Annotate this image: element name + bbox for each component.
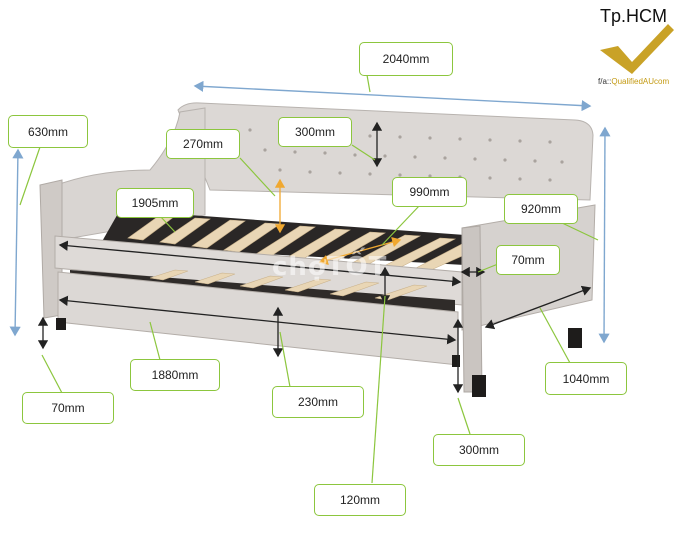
- callout-1040: 1040mm: [545, 362, 627, 395]
- callout-270: 270mm: [166, 129, 240, 159]
- leg-front-left: [56, 318, 66, 330]
- leader-lines: [19, 74, 599, 484]
- callout-300-back: 300mm: [278, 117, 352, 147]
- leg-front-right: [472, 375, 486, 397]
- depth-1040-arrow: [484, 285, 592, 330]
- brand-sub-prefix: f/a::: [598, 77, 612, 86]
- brand-title: Tp.HCM: [600, 6, 667, 26]
- callout-300-trundle: 300mm: [433, 434, 525, 466]
- leg-back-right: [568, 328, 582, 348]
- length-1905-arrow: [58, 240, 462, 287]
- depth-920-arrow: [598, 126, 611, 344]
- callout-120: 120mm: [314, 484, 406, 516]
- callout-990: 990mm: [392, 177, 467, 207]
- callout-leg-70: 70mm: [22, 392, 114, 424]
- width-2040-arrow: [193, 80, 592, 112]
- callout-920: 920mm: [504, 194, 578, 224]
- length-1880-arrow: [58, 295, 457, 345]
- brand-sub-accent: QualifiedAUcom: [611, 77, 670, 86]
- watermark: chợTỐT: [272, 252, 388, 282]
- callout-arm-70: 70mm: [496, 245, 560, 275]
- callout-1880: 1880mm: [130, 359, 220, 391]
- callout-230: 230mm: [272, 386, 364, 418]
- trundle-caster: [452, 355, 460, 367]
- height-630-arrow: [9, 148, 24, 337]
- callout-630: 630mm: [8, 115, 88, 148]
- check-logo-icon: [600, 24, 674, 74]
- callout-1905: 1905mm: [116, 188, 194, 218]
- width-990-arrow: [318, 237, 402, 265]
- brand-subtitle: f/a::QualifiedAUcom: [598, 77, 669, 86]
- callout-2040: 2040mm: [359, 42, 453, 76]
- right-arm-front: [461, 225, 483, 393]
- backrest: [177, 102, 594, 201]
